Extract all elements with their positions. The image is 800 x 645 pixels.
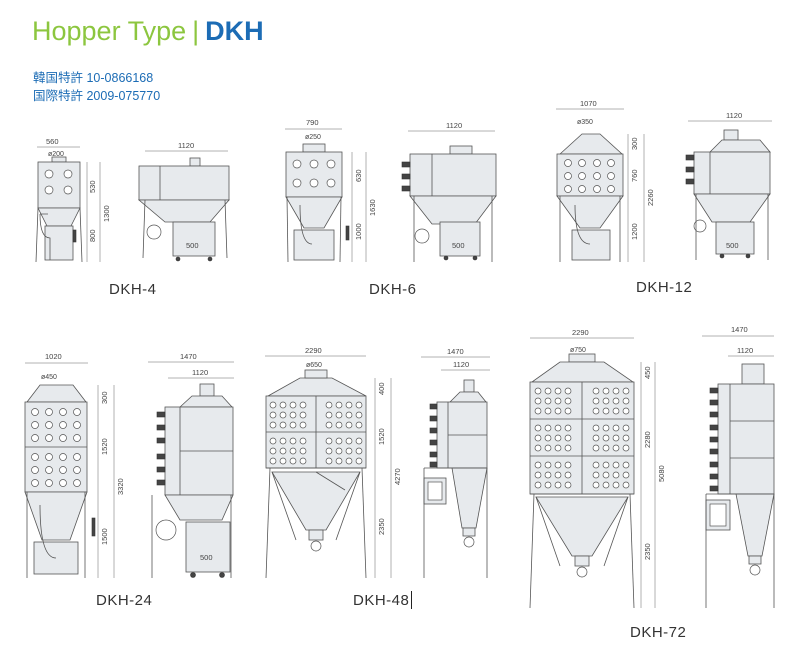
dkh-48-dim-upper: 1520 <box>377 428 386 445</box>
dkh-24-dim-depth-inner: 1120 <box>192 368 208 377</box>
dkh-6-dim-upper: 630 <box>354 169 363 182</box>
diagram-dkh-6: 790 ø250 630 1630 1000 1120 <box>285 118 497 263</box>
dkh-24-dim-top: 300 <box>100 391 109 404</box>
dkh-72-dim-top: 450 <box>643 366 652 379</box>
dkh-24-dim-depth-outer: 1470 <box>180 352 197 361</box>
dkh-48-filter-holes <box>269 401 363 465</box>
dkh-72-dim-lower: 2350 <box>643 543 652 560</box>
dkh-12-side-view: 1120 500 <box>685 111 772 260</box>
model-label-dkh-6: DKH-6 <box>369 281 417 298</box>
dkh-48-dim-lower: 2350 <box>377 518 386 535</box>
model-label-dkh-72: DKH-72 <box>630 624 687 641</box>
diagram-dkh-12: 1070 ø350 300 760 2260 1200 1120 <box>556 99 772 262</box>
diagram-dkh-24: 1020 ø450 300 1520 3320 1500 <box>24 352 234 578</box>
dkh-24-dim-width: 1020 <box>45 352 62 361</box>
diagram-dkh-48: 2290 ø650 <box>265 346 490 579</box>
title-separator: | <box>192 16 200 46</box>
dkh-4-filter-housing <box>37 161 81 209</box>
dkh-48-dim-height: 4270 <box>393 468 402 485</box>
title-model-series: DKH <box>205 16 264 46</box>
dkh-4-dim-upper: 530 <box>88 180 97 193</box>
dkh-6-dim-outlet: ø250 <box>305 134 321 141</box>
dkh-72-dim-width: 2290 <box>572 328 589 337</box>
model-label-dkh-4: DKH-4 <box>109 281 157 298</box>
dkh-72-front-view: 2290 ø750 <box>529 328 666 609</box>
dkh-72-side-housing <box>717 383 775 495</box>
dkh-24-dim-height: 3320 <box>116 478 125 495</box>
dkh-4-dim-drawer: 500 <box>186 241 199 250</box>
dkh-6-side-view: 1120 500 <box>401 121 497 262</box>
dkh-4-dim-depth: 1120 <box>178 141 194 150</box>
model-label-dkh-24: DKH-24 <box>96 592 153 609</box>
dkh-6-filter-housing <box>285 151 343 198</box>
dkh-6-dim-width: 790 <box>306 118 319 127</box>
patent-international: 国際特許 2009-075770 <box>33 89 161 103</box>
dkh-4-dim-width: 560 <box>46 137 59 146</box>
dkh-12-dim-lower: 1200 <box>630 223 639 240</box>
dkh-6-dim-lower: 1000 <box>354 223 363 240</box>
dkh-6-front-view: 790 ø250 630 1630 1000 <box>285 118 377 263</box>
title-hopper-type: Hopper Type <box>32 16 187 46</box>
dkh-24-dim-lower: 1500 <box>100 528 109 545</box>
dkh-48-dim-depth-outer: 1470 <box>447 347 464 356</box>
dkh-4-dim-height: 1300 <box>102 205 111 222</box>
dkh-4-side-view: 1120 500 <box>137 141 230 262</box>
dkh-72-side-view: 1470 1120 <box>702 325 775 608</box>
dkh-72-dim-outlet: ø750 <box>570 347 586 354</box>
dkh-6-dim-drawer: 500 <box>452 241 465 250</box>
dkh-24-dim-drawer: 500 <box>200 553 213 562</box>
dkh-48-dim-depth-inner: 1120 <box>453 360 469 369</box>
dkh-72-dim-depth-outer: 1470 <box>731 325 748 334</box>
dkh-24-dim-outlet: ø450 <box>41 374 57 381</box>
dkh-24-side-view: 1470 1120 500 <box>148 352 234 578</box>
dkh-48-dim-top: 400 <box>377 382 386 395</box>
dkh-48-dim-outlet: ø650 <box>306 362 322 369</box>
diagram-dkh-4: 560 ø200 530 1300 800 1120 <box>35 137 230 263</box>
model-label-dkh-12: DKH-12 <box>636 279 693 296</box>
dkh-4-side-housing <box>138 165 230 201</box>
dkh-12-side-housing <box>693 151 771 195</box>
dkh-24-filter-holes <box>31 408 81 487</box>
dkh-12-dim-drawer: 500 <box>726 241 739 250</box>
dkh-48-side-view: 1470 1120 <box>421 347 490 578</box>
model-label-dkh-48: DKH-48 <box>353 592 410 609</box>
dkh-12-dim-top: 300 <box>630 137 639 150</box>
dkh-72-dim-height: 5080 <box>657 465 666 482</box>
dkh-24-dim-upper: 1520 <box>100 438 109 455</box>
dkh-12-dim-upper: 760 <box>630 169 639 182</box>
page-title: Hopper Type|DKH <box>32 14 264 48</box>
dkh-4-dim-lower: 800 <box>88 229 97 242</box>
dkh-12-dim-depth: 1120 <box>726 111 742 120</box>
dkh-12-dim-height: 2260 <box>646 189 655 206</box>
dkh-6-side-housing <box>409 153 497 197</box>
text-cursor <box>411 591 412 609</box>
dkh-72-filter-holes <box>534 387 630 489</box>
dkh-72-dim-upper: 2280 <box>643 431 652 448</box>
dkh-48-dim-width: 2290 <box>305 346 322 355</box>
dkh-4-front-view: 560 ø200 530 1300 800 <box>35 137 111 263</box>
dkh-6-dim-height: 1630 <box>368 199 377 216</box>
dkh-6-dim-depth: 1120 <box>446 121 462 130</box>
diagram-dkh-72: 2290 ø750 <box>529 325 775 609</box>
dkh-72-dim-depth-inner: 1120 <box>737 346 753 355</box>
dkh-12-front-view: 1070 ø350 300 760 2260 1200 <box>556 99 655 262</box>
dkh-12-dim-width: 1070 <box>580 99 597 108</box>
dkh-4-dim-outlet: ø200 <box>48 151 64 158</box>
patent-korea: 韓国特許 10-0866168 <box>33 71 154 85</box>
dkh-12-dim-outlet: ø350 <box>577 119 593 126</box>
dkh-24-front-view: 1020 ø450 300 1520 3320 1500 <box>24 352 125 578</box>
dkh-48-front-view: 2290 ø650 <box>265 346 402 579</box>
